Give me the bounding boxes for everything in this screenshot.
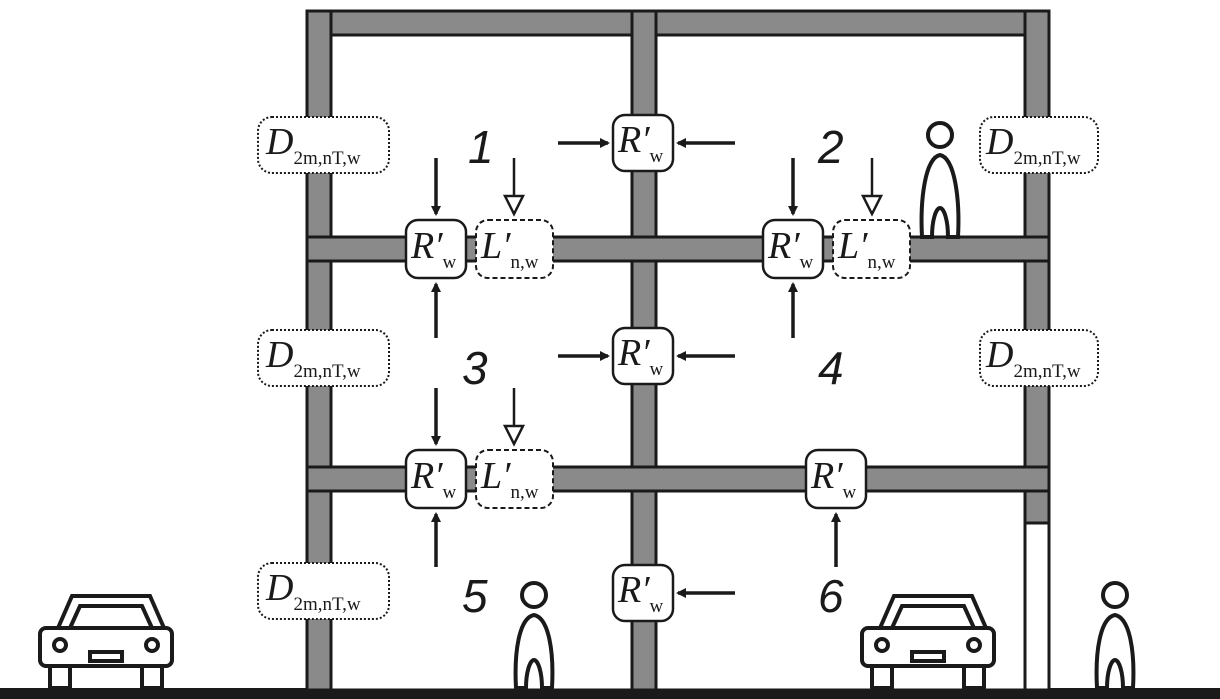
person-room-2 [919,121,961,239]
person-street [1094,581,1136,690]
svg-text:D2m,nT,w: D2m,nT,w [265,121,361,169]
airborne-label-floor-lower-right: R′w [804,448,868,510]
impact-label-upper-left: L′n,w [475,219,554,279]
impact-arrows [502,158,884,447]
car-left [38,594,174,690]
impact-label-lower-left: L′n,w [475,449,554,509]
room-number-6: 6 [818,570,844,622]
right-outer-wall [1023,9,1051,525]
ground-line [0,688,1220,699]
impact-arrow-upper-right [860,158,884,217]
svg-text:L′n,w: L′n,w [837,225,896,273]
svg-text:R′w: R′w [810,455,857,503]
impact-arrow-lower-left [502,388,526,447]
airborne-label-mid-partition: R′w [611,326,675,386]
storefront-door [1023,521,1051,692]
airborne-label-bottom-partition: R′w [611,563,675,623]
impact-arrow-upper-left [502,158,526,217]
airborne-label-floor-lower-left: R′w [404,448,468,510]
svg-text:L′n,w: L′n,w [480,225,539,273]
room-number-4: 4 [818,342,844,394]
facade-label-top-right: D2m,nT,w [979,116,1099,174]
airborne-label-top-partition: R′w [611,113,675,173]
airborne-label-floor-upper-right: R′w [761,218,825,280]
person-room-5 [513,581,555,690]
impact-label-upper-right: L′n,w [832,219,911,279]
facade-label-mid-right: D2m,nT,w [979,329,1099,387]
svg-text:D2m,nT,w: D2m,nT,w [985,121,1081,169]
facade-label-bottom-left: D2m,nT,w [257,562,390,620]
svg-text:D2m,nT,w: D2m,nT,w [265,334,361,382]
svg-text:D2m,nT,w: D2m,nT,w [265,567,361,615]
room-number-2: 2 [817,121,844,173]
svg-text:D2m,nT,w: D2m,nT,w [985,334,1081,382]
airborne-label-floor-upper-left: R′w [404,218,468,280]
svg-text:R′w: R′w [410,455,457,503]
room-interiors [329,33,1027,692]
room-number-1: 1 [468,121,494,173]
room-number-5: 5 [462,570,488,622]
facade-label-mid-left: D2m,nT,w [257,329,390,387]
svg-text:R′w: R′w [617,119,664,167]
car-right [860,594,996,690]
roof-slab [305,9,1051,37]
svg-text:R′w: R′w [617,332,664,380]
svg-text:R′w: R′w [617,569,664,617]
facade-label-top-left: D2m,nT,w [257,116,390,174]
svg-text:L′n,w: L′n,w [480,455,539,503]
svg-text:R′w: R′w [767,225,814,273]
room-number-3: 3 [462,342,488,394]
svg-text:R′w: R′w [410,225,457,273]
airborne-arrows [431,138,841,598]
